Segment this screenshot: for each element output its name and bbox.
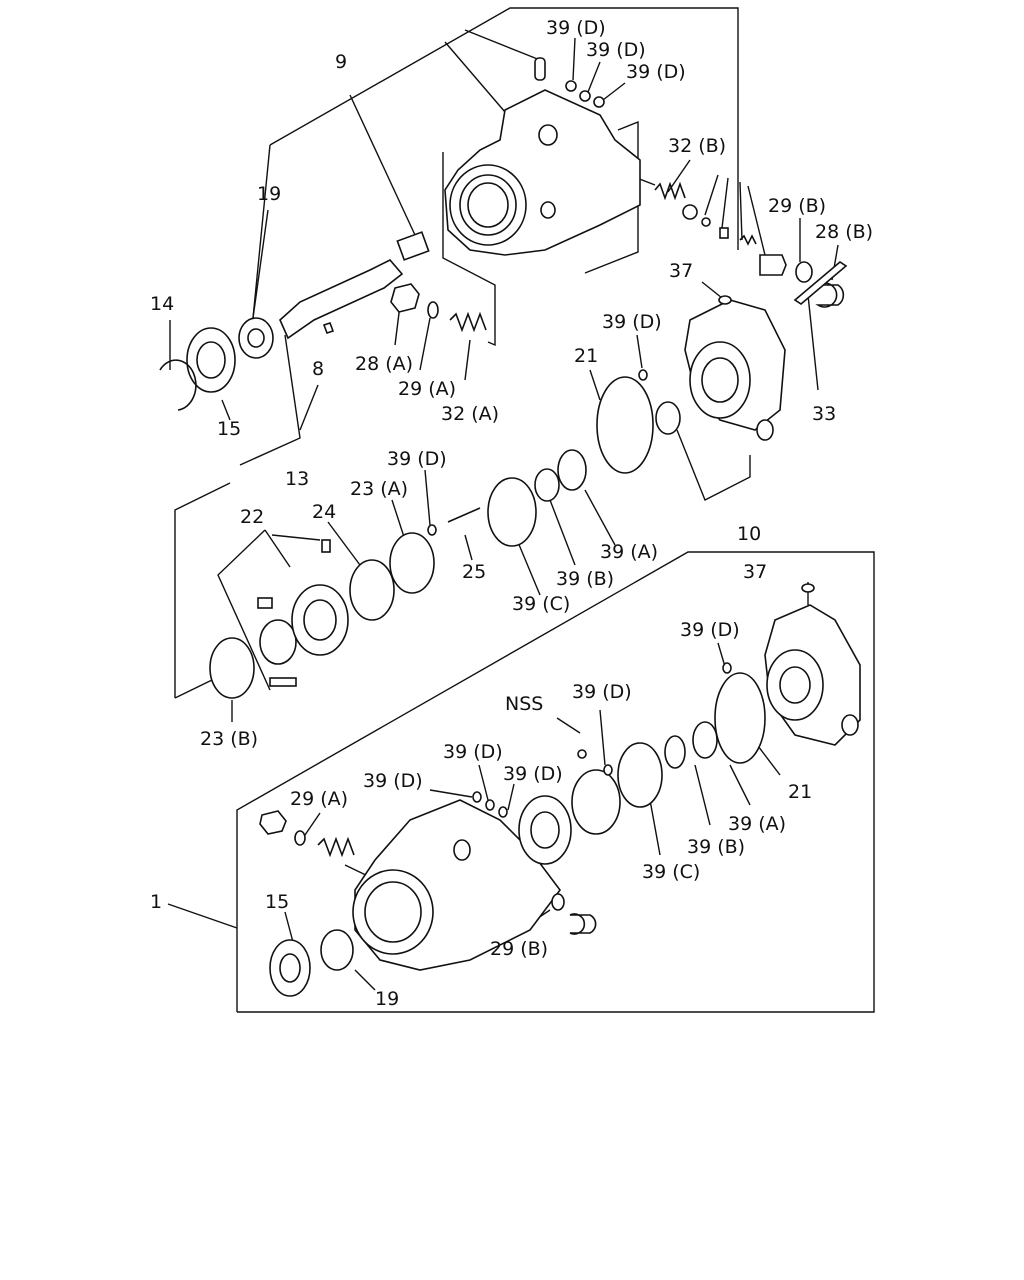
callout-19-upper: 19: [257, 183, 281, 205]
shaft-assembly: [159, 231, 430, 411]
callout-28a: 28 (A): [355, 353, 413, 375]
callout-39b-upper: 39 (B): [556, 568, 614, 590]
callout-39d-4: 39 (D): [602, 311, 662, 333]
cover-10: [596, 261, 848, 474]
callout-9: 9: [335, 51, 347, 73]
callout-13: 13: [285, 468, 309, 490]
callout-39d-9: 39 (D): [503, 763, 563, 785]
callout-39d-5: 39 (D): [387, 448, 447, 470]
callout-39a-lower: 39 (A): [728, 813, 786, 835]
lower-cover: [664, 583, 861, 769]
callout-32a: 32 (A): [441, 403, 499, 425]
middle-parts: [209, 449, 587, 699]
callout-39c-lower: 39 (C): [642, 861, 700, 883]
callout-21-upper: 21: [574, 345, 598, 367]
callout-15-upper: 15: [217, 418, 241, 440]
upper-housing: [444, 89, 641, 256]
callout-39b-lower: 39 (B): [687, 836, 745, 858]
plug-28b: [759, 254, 845, 308]
callout-28b: 28 (B): [815, 221, 873, 243]
callout-39d-1: 39 (D): [546, 17, 606, 39]
callout-29b: 29 (B): [768, 195, 826, 217]
callout-37-lower: 37: [743, 561, 767, 583]
callout-labels: 9 19 14 15 8 13 28 (A) 29 (A) 32 (A) 39 …: [150, 17, 873, 1010]
callout-nss: NSS: [505, 693, 543, 715]
callout-39c-upper: 39 (C): [512, 593, 570, 615]
callout-39d-7: 39 (D): [572, 681, 632, 703]
callout-21-lower: 21: [788, 781, 812, 803]
callout-1: 1: [150, 891, 162, 913]
callout-14: 14: [150, 293, 174, 315]
callout-37-upper: 37: [669, 260, 693, 282]
plug-28a-group: [390, 283, 487, 333]
callout-39d-10: 39 (D): [363, 770, 423, 792]
callout-29a-lower: 29 (A): [290, 788, 348, 810]
lower-housing: [352, 799, 561, 971]
callout-10: 10: [737, 523, 761, 545]
callout-24: 24: [312, 501, 336, 523]
callout-19-lower: 19: [375, 988, 399, 1010]
callout-29a: 29 (A): [398, 378, 456, 400]
callout-29b-lower: 29 (B): [490, 938, 548, 960]
callout-8: 8: [312, 358, 324, 380]
callout-25: 25: [462, 561, 486, 583]
callout-39d-8: 39 (D): [443, 741, 503, 763]
callout-39d-3: 39 (D): [626, 61, 686, 83]
callout-15-lower: 15: [265, 891, 289, 913]
callout-39d-2: 39 (D): [586, 39, 646, 61]
spring-32b: [654, 181, 757, 246]
pin-top: [534, 57, 546, 81]
callout-32b: 32 (B): [668, 135, 726, 157]
callout-33: 33: [812, 403, 836, 425]
orings-39d-top: [565, 80, 605, 108]
callout-39d-6: 39 (D): [680, 619, 740, 641]
lower-small-parts: [259, 742, 663, 997]
callout-23b: 23 (B): [200, 728, 258, 750]
callout-39a-upper: 39 (A): [600, 541, 658, 563]
callout-23a: 23 (A): [350, 478, 408, 500]
callout-22: 22: [240, 506, 264, 528]
